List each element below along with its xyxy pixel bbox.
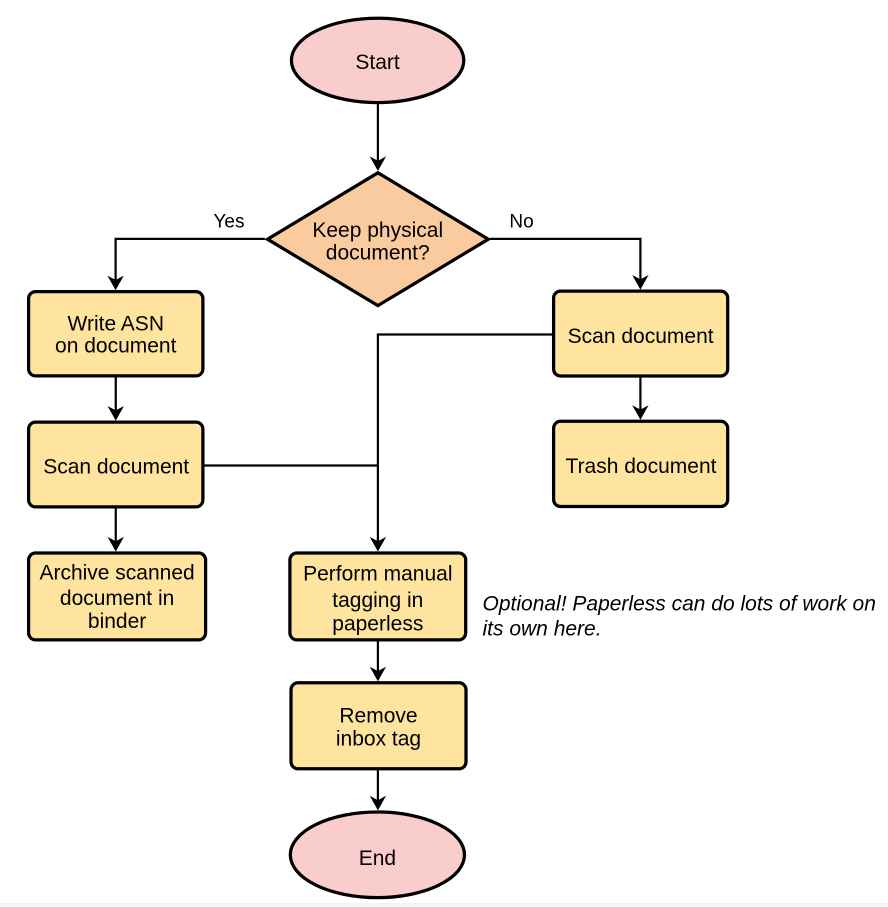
svg-text:Perform manual: Perform manual [303, 562, 452, 585]
svg-text:binder: binder [88, 610, 146, 633]
svg-text:Yes: Yes [214, 211, 245, 232]
svg-text:tagging in: tagging in [332, 589, 423, 612]
svg-text:paperless: paperless [332, 612, 423, 635]
svg-text:Remove: Remove [339, 705, 417, 728]
svg-text:its own here.: its own here. [483, 617, 602, 640]
svg-text:on document: on document [55, 334, 177, 357]
svg-text:Write ASN: Write ASN [68, 312, 164, 335]
svg-text:inbox tag: inbox tag [336, 728, 421, 751]
svg-text:End: End [359, 847, 396, 870]
svg-text:Scan document: Scan document [568, 325, 714, 348]
svg-text:Trash document: Trash document [566, 455, 717, 478]
svg-text:Optional! Paperless can do lot: Optional! Paperless can do lots of work … [483, 593, 876, 616]
svg-text:Scan document: Scan document [43, 455, 189, 478]
svg-text:document?: document? [326, 241, 430, 264]
svg-text:Start: Start [355, 51, 400, 74]
svg-text:No: No [509, 211, 533, 232]
svg-text:Keep physical: Keep physical [312, 219, 443, 242]
svg-text:Archive scanned: Archive scanned [39, 562, 194, 585]
svg-text:document in: document in [60, 587, 174, 610]
